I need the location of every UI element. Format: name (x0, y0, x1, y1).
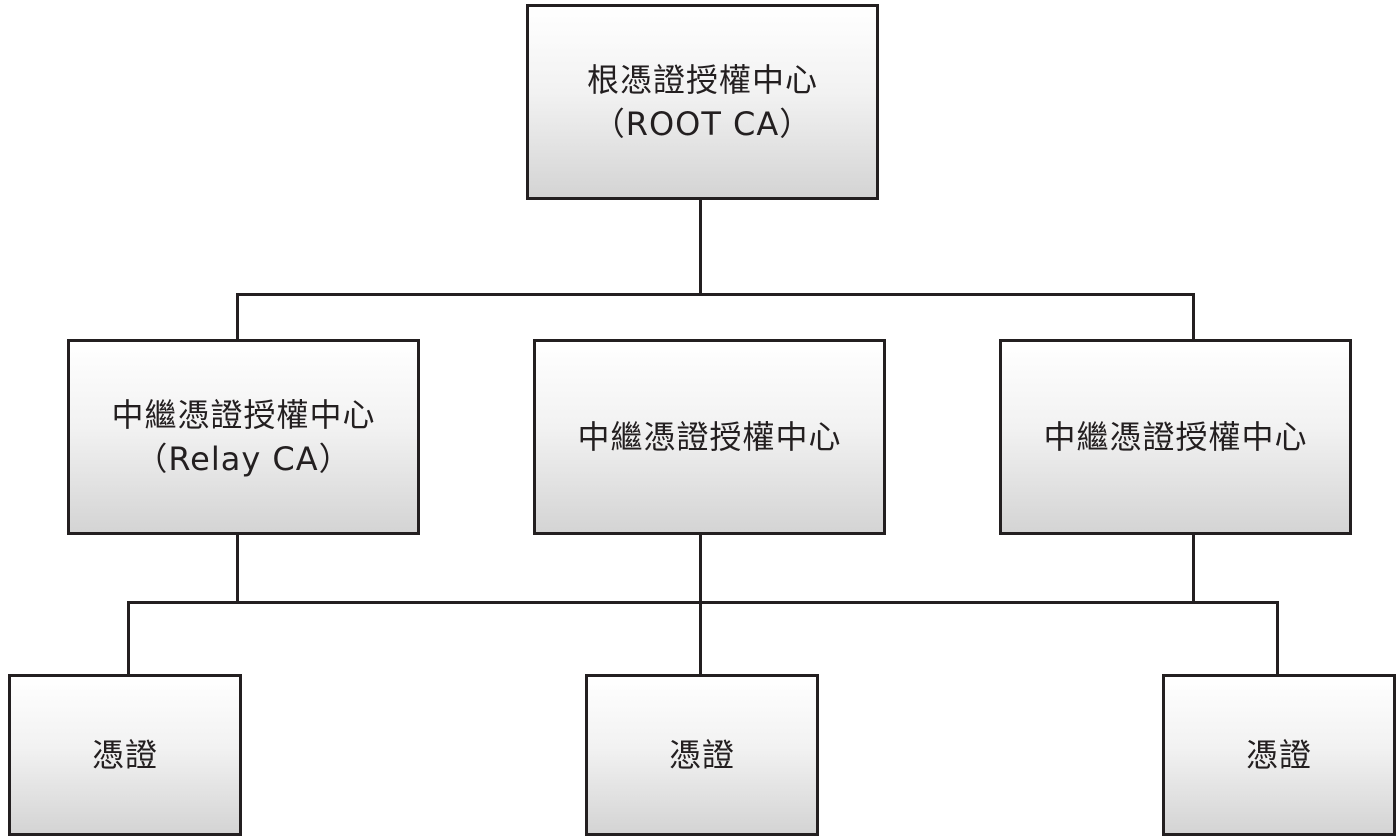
relay-ca-name: 中繼憑證授權中心 (1043, 418, 1308, 456)
connector-relay-1-down (236, 534, 239, 604)
connector-relay-2-down (699, 534, 702, 604)
connector-root-down (699, 199, 702, 296)
certificate-label: 憑證 (91, 736, 158, 774)
connector-to-relay-1 (236, 293, 239, 341)
relay-ca-subtitle: （Relay CA） (135, 440, 352, 478)
root-ca-subtitle: （ROOT CA） (592, 105, 813, 143)
connector-to-certificate-2 (699, 601, 702, 676)
certificate-node: 憑證 (8, 674, 242, 836)
relay-ca-node: 中繼憑證授權中心 （Relay CA） (67, 339, 420, 535)
root-ca-node: 根憑證授權中心 （ROOT CA） (526, 4, 879, 200)
relay-ca-node: 中繼憑證授權中心 (999, 339, 1352, 535)
relay-ca-name: 中繼憑證授權中心 (577, 418, 842, 456)
certificate-node: 憑證 (1162, 674, 1396, 836)
certificate-label: 憑證 (668, 736, 735, 774)
root-ca-name: 根憑證授權中心 (586, 61, 818, 99)
connector-relay-3-down (1192, 534, 1195, 604)
relay-ca-name: 中繼憑證授權中心 (111, 396, 376, 434)
connector-to-certificate-3 (1276, 601, 1279, 676)
connector-to-relay-3 (1192, 293, 1195, 341)
connector-to-certificate-1 (127, 601, 130, 676)
relay-ca-node: 中繼憑證授權中心 (533, 339, 886, 535)
connector-relay-bus (236, 293, 1195, 296)
certificate-label: 憑證 (1245, 736, 1312, 774)
certificate-node: 憑證 (585, 674, 819, 836)
connector-certificate-bus (127, 601, 1279, 604)
